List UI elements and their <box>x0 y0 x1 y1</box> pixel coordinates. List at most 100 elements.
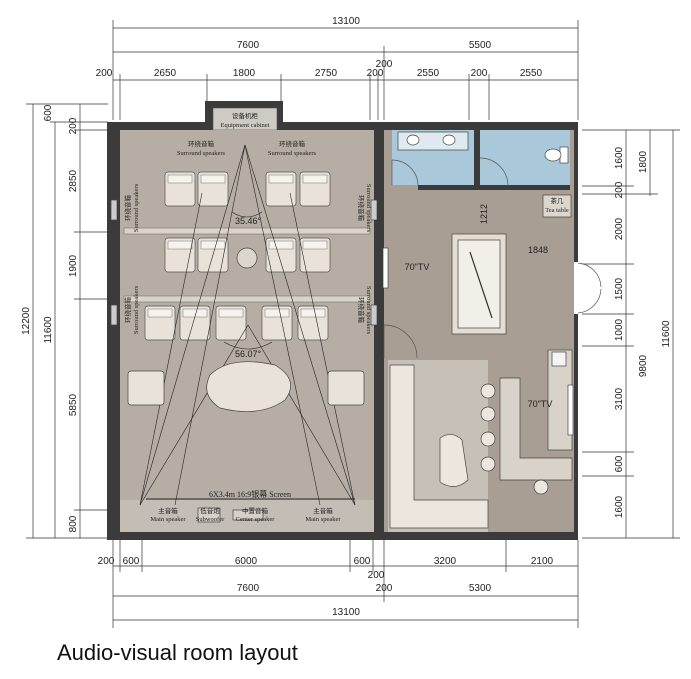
tv-unit-right <box>567 384 574 436</box>
right-door-gap <box>574 262 582 314</box>
bar-stool <box>480 456 496 472</box>
seat-headrest <box>200 174 226 184</box>
dim-top-seg-6: 200 <box>471 68 488 79</box>
main-speaker-cn-right: 主音箱 <box>313 506 333 515</box>
tv-label-left: 70"TV <box>405 262 430 272</box>
center-speaker-cn: 中置音箱 <box>242 506 269 515</box>
sink-icon <box>442 134 456 146</box>
angle-bottom-label: 56.07° <box>235 349 262 359</box>
dim-top-seg-5: 2550 <box>417 68 440 79</box>
dim-bottom-total: 13100 <box>332 607 360 618</box>
bar-stool <box>480 431 496 447</box>
seat-headrest <box>167 174 193 184</box>
dim-right-seg-6: 600 <box>614 455 625 472</box>
pool-cue <box>469 251 493 319</box>
bar-counter <box>499 377 573 481</box>
exit-door-lower <box>577 288 602 314</box>
lounge-furniture <box>382 194 574 529</box>
seating-riser <box>123 295 371 303</box>
armchair-right <box>327 370 365 406</box>
theater-right-wall <box>374 130 384 325</box>
bathroom-bottom-wall <box>418 185 570 190</box>
bathroom-wall <box>474 130 480 185</box>
surround-en-label-left: Surround speakers <box>177 150 226 157</box>
armchair-left <box>127 370 165 406</box>
screen-label: 6X3.4m 16:9银幕 Screen <box>209 489 291 499</box>
seat-headrest <box>302 240 328 250</box>
dim-top-left: 7600 <box>237 40 260 51</box>
seat-headrest <box>302 174 328 184</box>
subwoofer-box <box>197 507 221 523</box>
dim-bottom-left: 7600 <box>237 583 260 594</box>
surround-side-label-right: 环绕音箱 <box>357 195 366 222</box>
dim-left-seg-3: 1900 <box>68 254 79 277</box>
dim-top-mid: 200 <box>376 59 393 70</box>
theater-seating <box>123 171 371 341</box>
tea-table-cn: 茶几 <box>551 196 565 205</box>
dim-bottom-right: 5300 <box>469 583 492 594</box>
doors <box>383 157 602 359</box>
dim-bottom-seg-2: 6000 <box>235 556 258 567</box>
dim-right-seg-5: 3100 <box>614 387 625 410</box>
angle-arc-top <box>231 211 263 218</box>
dim-bottom-seg-0: 200 <box>98 556 115 567</box>
bathroom-door <box>391 159 419 186</box>
ottoman <box>206 361 291 412</box>
surround-side-en-right-2: Surround speakers <box>365 286 372 335</box>
seat-headrest <box>268 240 294 250</box>
dim-left-seg-0: 600 <box>43 104 54 121</box>
round-side-table <box>236 247 258 269</box>
dim-top-seg-4: 200 <box>367 68 384 79</box>
surround-side-label-left: 环绕音箱 <box>123 195 132 222</box>
surround-side-label-left-2: 环绕音箱 <box>123 297 132 324</box>
dim-top-right: 5500 <box>469 40 492 51</box>
plan-labels: 设备机柜 Equipment cabinet 环绕音箱 Surround spe… <box>123 111 569 523</box>
toilet-icon <box>544 148 562 162</box>
seat-headrest <box>268 174 294 184</box>
sight-lines <box>139 144 356 506</box>
dim-left-seg-5: 800 <box>68 515 79 532</box>
equipment-cn-label: 设备机柜 <box>232 111 259 120</box>
diagram-caption: Audio-visual room layout <box>57 640 298 665</box>
main-speaker-en-left: Main speaker <box>150 516 186 523</box>
dim-left-seg-4: 5850 <box>68 393 79 416</box>
surround-side-en-left: Surround speakers <box>133 183 140 232</box>
bar-stool <box>480 406 496 422</box>
dim-right-seg-3: 1500 <box>614 277 625 300</box>
surround-cn-label-right: 环绕音箱 <box>279 139 306 148</box>
dim-bottom-seg-5: 2100 <box>531 556 554 567</box>
pool-dim-vertical: 1212 <box>479 204 489 224</box>
equipment-en-label: Equipment cabinet <box>221 122 270 129</box>
shower-door <box>479 157 509 187</box>
dim-top-total: 13100 <box>332 16 360 27</box>
dim-right-mid: 9800 <box>638 354 649 377</box>
angle-arc-bottom <box>223 341 273 350</box>
sink-bar <box>551 351 567 367</box>
surround-en-label-right: Surround speakers <box>268 150 317 157</box>
theater-door <box>383 324 418 359</box>
dim-top-seg-0: 200 <box>96 68 113 79</box>
dim-top-seg-2: 1800 <box>233 68 256 79</box>
dim-left-inner: 11600 <box>43 316 54 344</box>
dim-top-seg-1: 2650 <box>154 68 177 79</box>
subwoofer-en: Subwoofer <box>196 516 225 523</box>
tea-table <box>542 194 572 218</box>
dim-top-seg-3: 2750 <box>315 68 338 79</box>
side-speaker-left <box>110 199 118 221</box>
dim-bottom-seg-3: 600 <box>354 556 371 567</box>
dimension-lines <box>26 20 680 628</box>
seat-headrest <box>200 240 226 250</box>
dim-top-seg-7: 2550 <box>520 68 543 79</box>
seat-headrest <box>264 308 290 318</box>
center-speaker-en: Center speaker <box>236 516 276 523</box>
dim-bottom-seg-1: 600 <box>123 556 140 567</box>
bar-stool <box>480 383 496 399</box>
surround-side-en-right: Surround speakers <box>365 184 372 233</box>
dim-bottom-mid2: 200 <box>376 583 393 594</box>
main-speaker-cn-left: 主音箱 <box>158 506 178 515</box>
side-speaker-right-2 <box>370 304 378 326</box>
main-speaker-en-right: Main speaker <box>305 516 341 523</box>
dim-right-seg-1: 200 <box>614 181 625 198</box>
dim-right-seg-0: 1600 <box>614 146 625 169</box>
subwoofer-cn: 低音炮 <box>200 506 220 515</box>
